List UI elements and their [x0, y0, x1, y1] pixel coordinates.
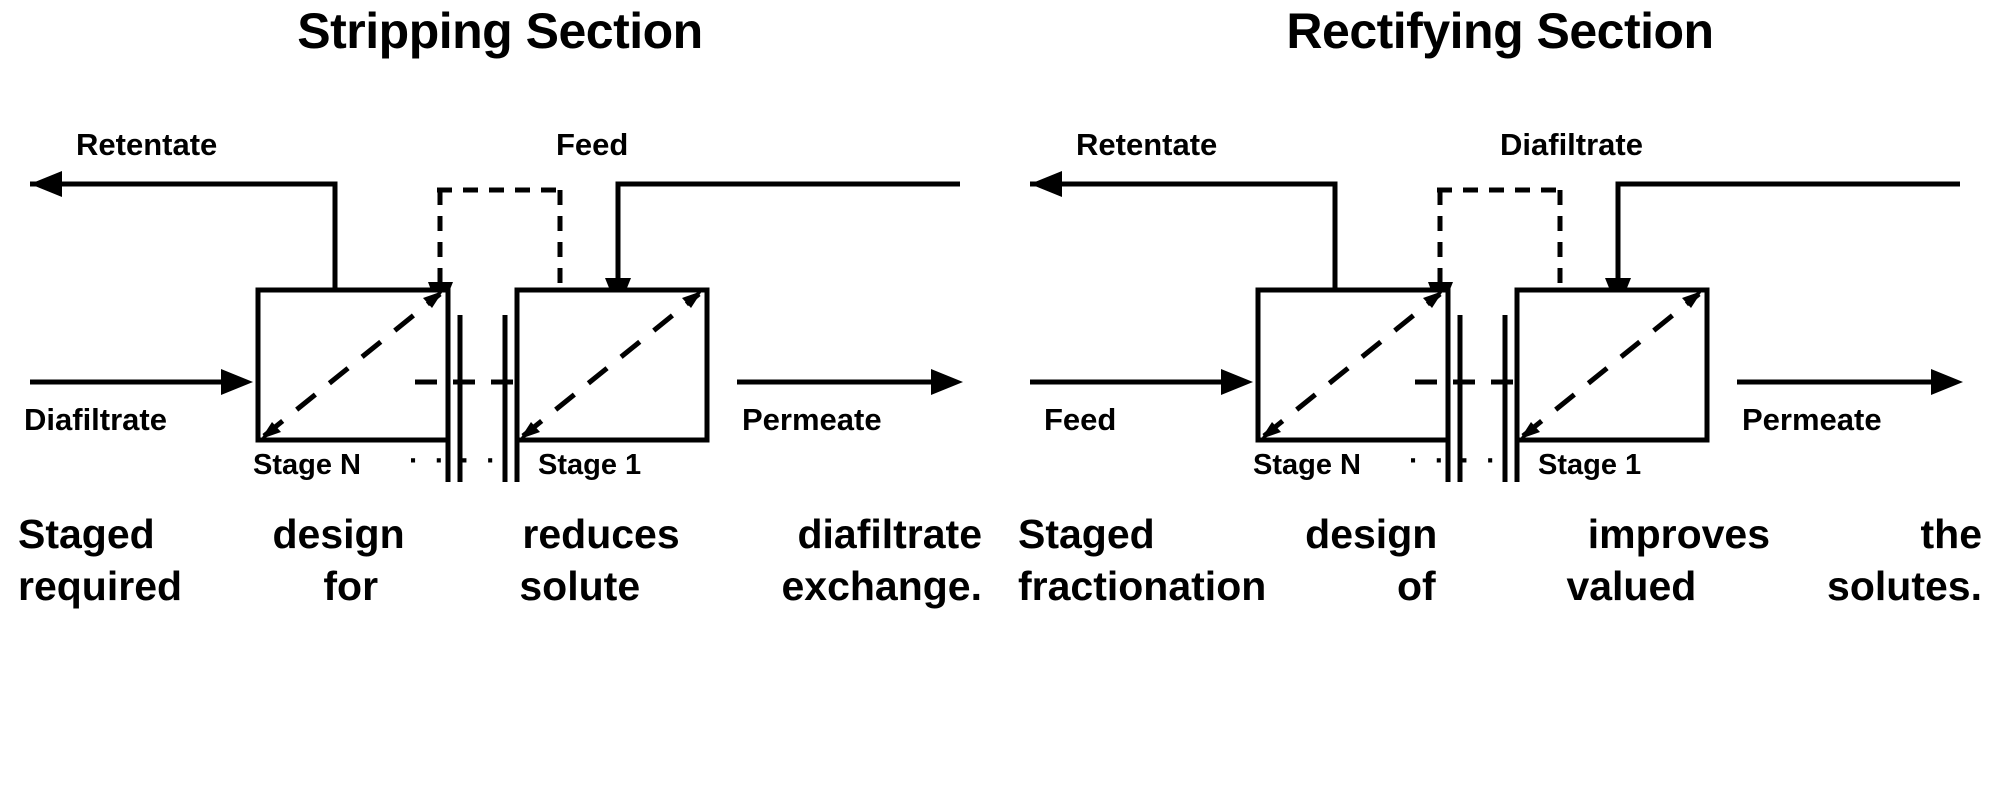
membrane-stage-N-box: [255, 287, 451, 443]
feed-flow-arrow-left: [1030, 369, 1253, 395]
label-permeate: Permeate: [1742, 402, 1882, 437]
panel-title-stripping: Stripping Section: [297, 3, 703, 59]
label-diafiltrate: Diafiltrate: [1500, 127, 1643, 162]
membrane-stage-N-box: [1255, 287, 1451, 443]
label-stage-ellipsis: · · · ·: [1409, 445, 1500, 477]
diafiltrate-flow-arrow-left: [30, 369, 253, 395]
retentate-flow-arrow-left: [30, 171, 338, 288]
permeate-flow-arrow-right: [737, 369, 963, 395]
label-feed: Feed: [556, 127, 628, 162]
panel-rectifying-section: Rectifying Section: [1000, 0, 2000, 808]
membrane-stage-1-box: [1514, 287, 1710, 443]
label-retentate: Retentate: [1076, 127, 1217, 162]
retentate-flow-arrow-left: [1030, 171, 1338, 288]
caption-stripping: Staged design reduces diafiltrate requir…: [18, 508, 982, 613]
label-stage-1: Stage 1: [1538, 449, 1641, 481]
diagram-stripping: Retentate Feed Diafiltrate Permeate Stag…: [24, 127, 963, 482]
caption-line-1: Staged design reduces diafiltrate: [18, 511, 982, 557]
caption-line-2: required for solute exchange.: [18, 563, 982, 610]
caption-rectifying: Staged design improves the fractionation…: [1018, 508, 1982, 613]
label-stage-ellipsis: · · · ·: [409, 445, 500, 477]
label-stage-n: Stage N: [1253, 449, 1361, 481]
label-permeate: Permeate: [742, 402, 882, 437]
caption-line-1: Staged design improves the: [1018, 511, 1982, 557]
membrane-stage-1-box: [514, 287, 710, 443]
label-stage-1: Stage 1: [538, 449, 641, 481]
permeate-flow-arrow-right: [1737, 369, 1963, 395]
diagram-rectifying: Retentate Diafiltrate Feed Permeate Stag…: [1030, 127, 1963, 482]
label-diafiltrate: Diafiltrate: [24, 402, 167, 437]
label-stage-n: Stage N: [253, 449, 361, 481]
label-retentate: Retentate: [76, 127, 217, 162]
label-feed: Feed: [1044, 402, 1116, 437]
panel-title-rectifying: Rectifying Section: [1286, 3, 1714, 59]
panel-stripping-section: Stripping Section: [18, 3, 982, 613]
caption-line-2: fractionation of valued solutes.: [1018, 563, 1982, 610]
